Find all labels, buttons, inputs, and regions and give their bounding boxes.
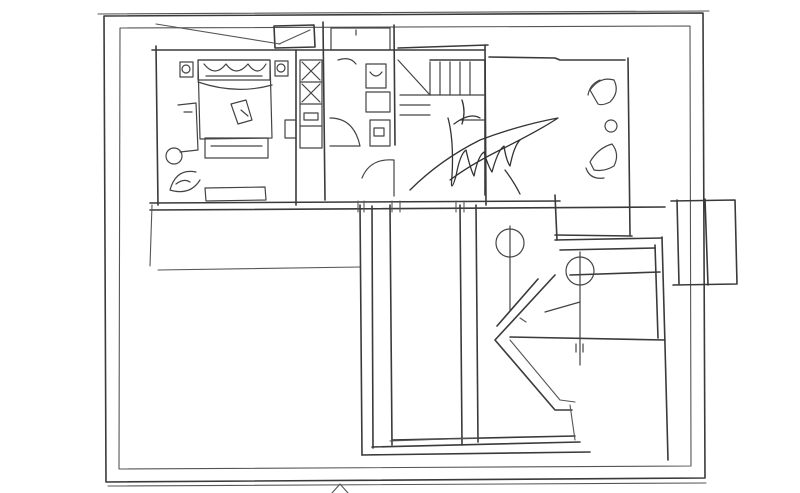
door-swing-icon — [329, 117, 361, 147]
nightstand-left — [179, 61, 194, 78]
sink-icon — [365, 91, 391, 113]
designer-signature — [409, 99, 559, 195]
bed-icon — [197, 59, 273, 140]
bottom-mark — [331, 483, 349, 493]
corridor-marks — [357, 200, 479, 442]
round-table-icon — [604, 119, 618, 133]
outer-boundary — [97, 10, 710, 487]
upper-walls — [149, 21, 666, 271]
bedroom — [165, 59, 297, 202]
toilet-icon — [365, 63, 387, 89]
lower-wing-fixtures — [495, 225, 595, 366]
side-projection — [670, 198, 738, 286]
lower-wing-walls — [359, 204, 669, 461]
entry-box — [155, 23, 316, 49]
bathroom — [329, 27, 395, 197]
stair — [397, 59, 486, 196]
closet — [299, 59, 323, 149]
sitting-area — [585, 78, 618, 179]
angled-bay — [494, 274, 576, 441]
chair-icon — [169, 170, 201, 193]
nightstand-right — [274, 60, 289, 77]
